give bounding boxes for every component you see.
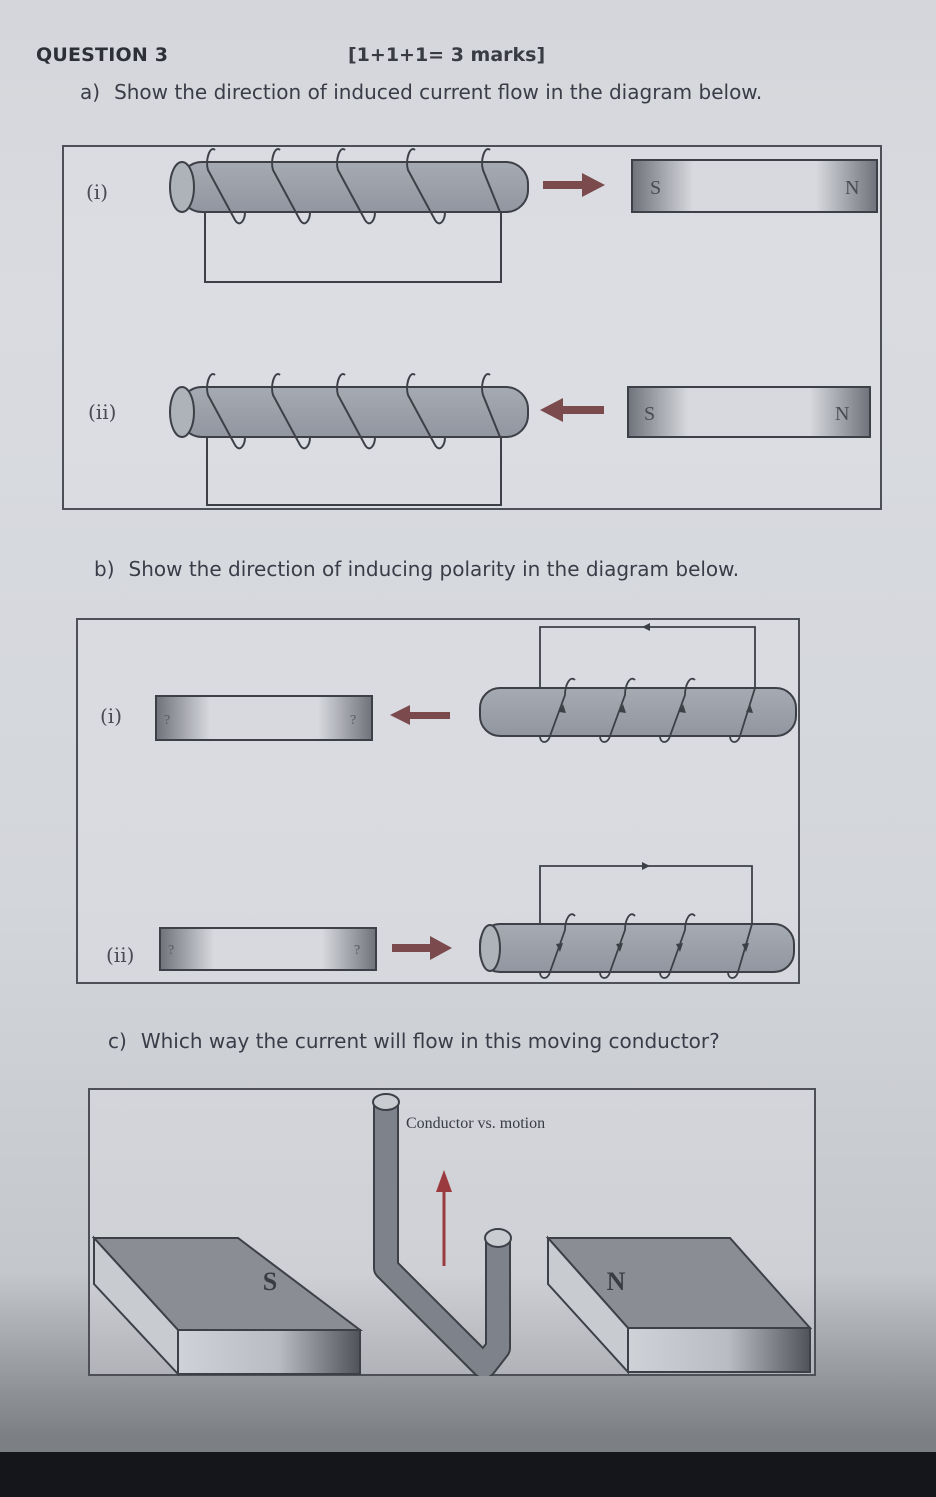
part-a-roman-1: (i) — [86, 180, 109, 204]
part-b-roman-2: (ii) — [106, 943, 135, 967]
part-a-label: a) — [80, 80, 101, 104]
part-a-diagram-2: S N — [169, 373, 871, 506]
magnet-pole-unknown-right: ? — [350, 713, 356, 728]
magnet-pole-n: N — [835, 403, 849, 425]
part-a-prompt: a) Show the direction of induced current … — [80, 80, 762, 104]
magnet-pole-n: N — [845, 177, 859, 199]
part-c-label: c) — [108, 1029, 127, 1053]
screen-bezel — [0, 1452, 936, 1497]
conductor-caption: Conductor vs. motion — [406, 1115, 545, 1132]
magnet-pole-s: S — [263, 1267, 277, 1296]
part-c-diagram: S N Conductor vs. motion — [91, 1093, 813, 1376]
part-b-label: b) — [94, 557, 115, 581]
magnet-pole-n: N — [607, 1267, 626, 1296]
part-a-diagram-1: S N — [169, 148, 878, 283]
magnet-pole-s: S — [644, 403, 655, 425]
magnet-pole-s: S — [650, 177, 661, 199]
part-a-roman-2: (ii) — [88, 400, 117, 424]
magnet-pole-unknown-left: ? — [164, 713, 170, 728]
part-b-prompt: b) Show the direction of inducing polarit… — [94, 557, 739, 581]
part-b-diagram-1: ? ? — [155, 623, 797, 743]
part-a-text: Show the direction of induced current fl… — [114, 80, 763, 104]
magnet-pole-unknown-right: ? — [354, 943, 360, 958]
part-c-text: Which way the current will flow in this … — [140, 1029, 720, 1053]
question-title: QUESTION 3 — [36, 44, 169, 66]
part-b-roman-1: (i) — [100, 704, 123, 728]
part-c-prompt: c) Which way the current will flow in thi… — [108, 1029, 720, 1053]
magnet-pole-unknown-left: ? — [168, 943, 174, 958]
part-b-diagram-2: ? ? — [159, 862, 795, 979]
part-b-text: Show the direction of inducing polarity … — [128, 557, 740, 581]
question-marks: [1+1+1= 3 marks] — [348, 44, 546, 66]
